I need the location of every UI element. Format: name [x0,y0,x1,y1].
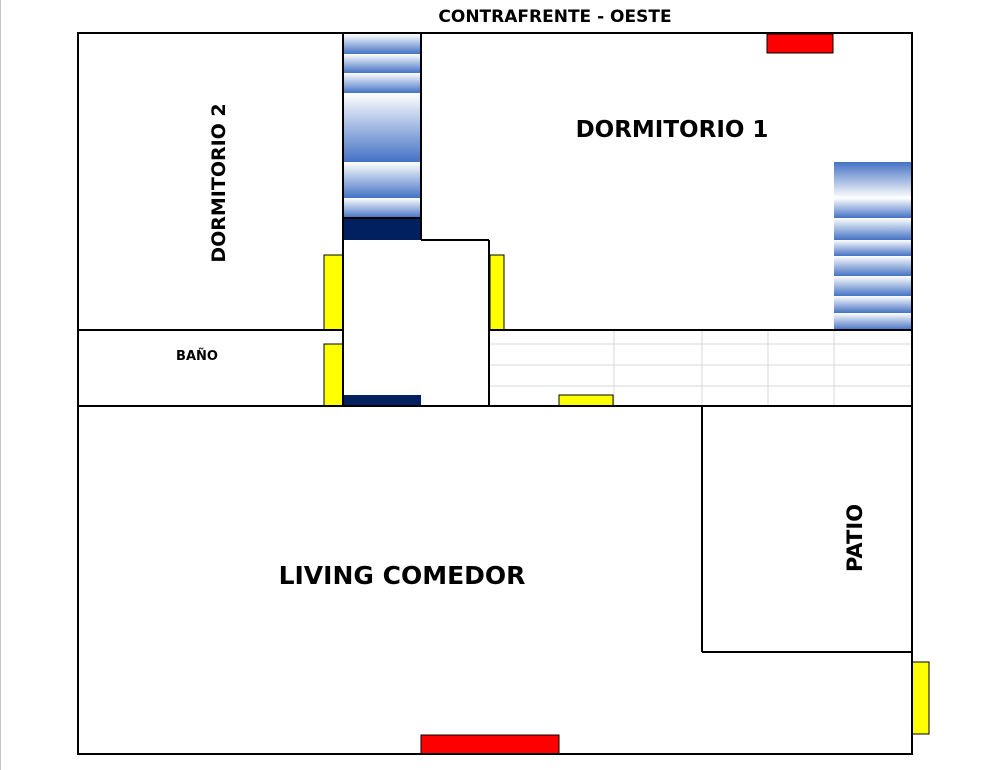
door-dormitorio-1 [489,254,505,331]
closet-dormitorio-1 [834,162,912,330]
door-patio [911,661,930,735]
walls [77,32,913,755]
label-dormitorio-1: DORMITORIO 1 [576,117,769,143]
door-dormitorio-2 [323,254,344,331]
label-patio: PATIO [843,504,867,572]
label-living-comedor: LIVING COMEDOR [279,561,526,590]
label-dormitorio-2: DORMITORIO 2 [208,103,230,262]
hall-gridlines [490,330,912,405]
windows [420,33,834,755]
closet-dark-block [343,218,421,240]
dark-block-left [343,395,362,406]
label-bano: BAÑO [176,348,218,364]
plan-title: CONTRAFRENTE - OESTE [438,7,671,27]
window-living [420,734,560,755]
door-bano [323,343,344,407]
closet-dormitorio-2 [343,34,421,240]
dark-block-right [362,395,421,406]
door-hall [558,394,614,407]
window-dormitorio-1 [766,33,834,54]
